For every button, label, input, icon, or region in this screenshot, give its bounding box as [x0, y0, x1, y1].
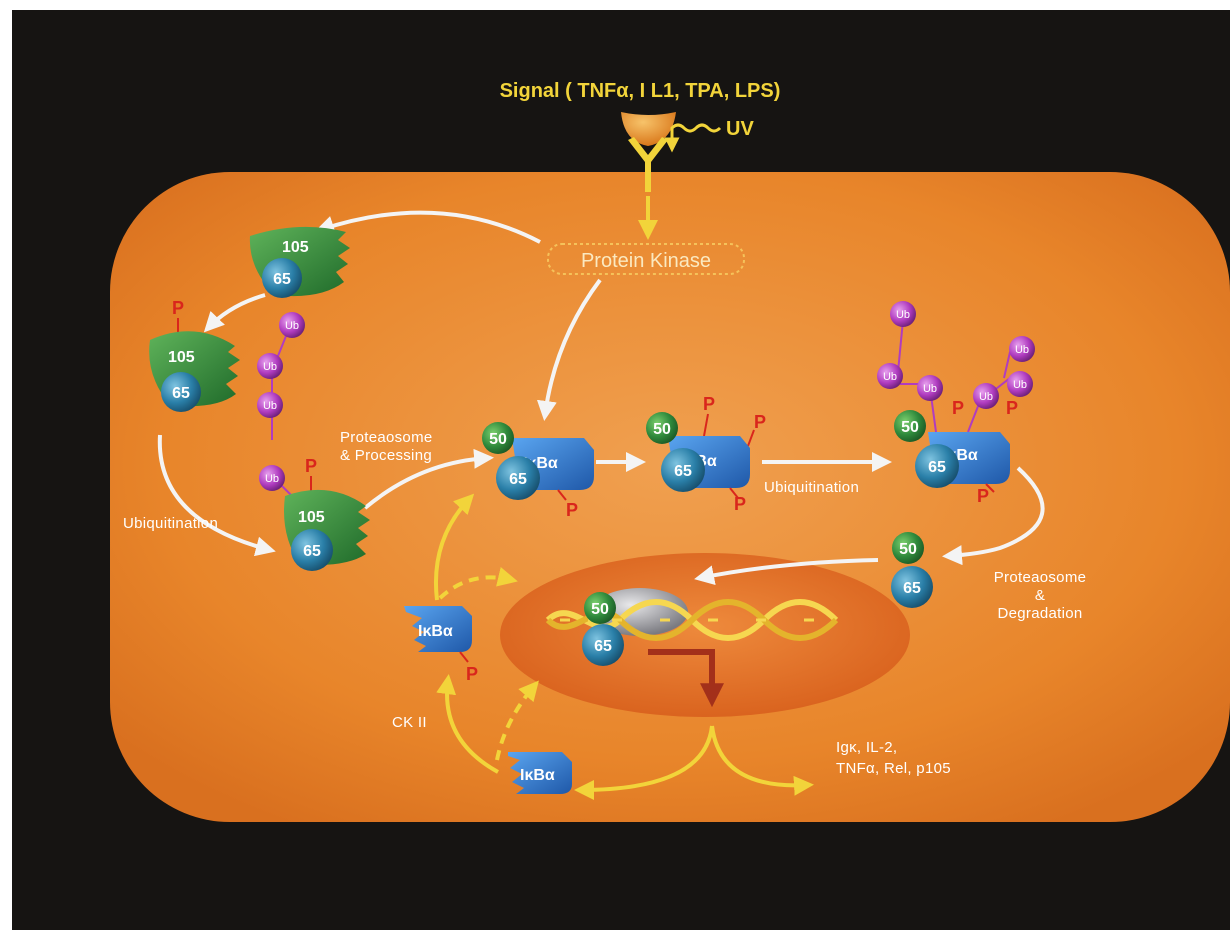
svg-text:65: 65 — [674, 463, 692, 480]
label-target-genes-1: Igκ, IL-2, — [836, 739, 897, 756]
svg-text:105: 105 — [168, 349, 195, 366]
nuclear-p50-p65: 50 65 — [582, 592, 624, 666]
cell-body — [110, 172, 1230, 822]
svg-text:Ub: Ub — [896, 309, 910, 321]
svg-text:P: P — [1006, 398, 1018, 418]
arrow-kinase-to-ikba — [536, 278, 602, 421]
arrow-ikba-to-nucleus — [438, 567, 518, 600]
arrow-ubiquitination-left — [157, 434, 276, 557]
svg-text:65: 65 — [928, 459, 946, 476]
svg-text:50: 50 — [591, 601, 609, 618]
svg-text:50: 50 — [901, 419, 919, 436]
released-ikba-phospho: IκBα P — [404, 606, 478, 684]
svg-text:P: P — [305, 456, 317, 476]
svg-text:P: P — [734, 494, 746, 514]
ikba-ubiquitinated-complex: Ub Ub Ub Ub Ub Ub P P IκBα 65 50 P — [877, 301, 1035, 506]
label-proteasome-processing-1: Proteaosome — [340, 429, 433, 446]
p105-p65-ubiquitinated-complex: Ub Ub Ub Ub P 105 65 — [257, 312, 370, 571]
svg-text:Ub: Ub — [979, 391, 993, 403]
receptor — [621, 112, 676, 192]
free-p50-p65: 50 65 — [891, 532, 933, 608]
svg-text:Ub: Ub — [265, 473, 279, 485]
new-ikba: IκBα — [508, 752, 572, 794]
svg-text:Ub: Ub — [923, 383, 937, 395]
svg-text:Ub: Ub — [263, 400, 277, 412]
svg-text:P: P — [754, 412, 766, 432]
svg-text:65: 65 — [303, 543, 321, 560]
svg-text:Ub: Ub — [285, 320, 299, 332]
svg-text:P: P — [977, 486, 989, 506]
svg-text:50: 50 — [899, 541, 917, 558]
signal-title: Signal ( TNFα, I L1, TPA, LPS) — [500, 80, 781, 102]
svg-text:IκBα: IκBα — [520, 767, 555, 784]
protein-kinase-box — [547, 243, 745, 275]
label-ubiquitination-mid: Ubiquitination — [764, 479, 859, 496]
svg-text:65: 65 — [172, 385, 190, 402]
label-target-genes-2: TNFα, Rel, p105 — [836, 760, 951, 777]
arrow-to-nucleus — [694, 558, 879, 586]
p105-p65-complex-top: 105 65 — [249, 226, 350, 298]
svg-text:Ub: Ub — [883, 371, 897, 383]
svg-text:Ub: Ub — [1013, 379, 1027, 391]
transcription-arrow — [648, 649, 724, 708]
arrow-phospho-p105 — [203, 293, 266, 333]
svg-text:P: P — [952, 398, 964, 418]
p105-p65-phospho-complex: P 105 65 — [149, 298, 240, 412]
svg-text:65: 65 — [903, 580, 921, 597]
label-proteasome-degradation-1: Proteaosome — [994, 569, 1087, 586]
label-ck2: CK II — [392, 714, 427, 731]
svg-text:P: P — [172, 298, 184, 318]
ikba-phospho-complex: P P IκBα 65 50 P — [646, 394, 766, 514]
arrow-transcription-ikba — [574, 725, 714, 800]
label-proteasome-degradation-3: Degradation — [997, 605, 1082, 622]
svg-text:65: 65 — [273, 271, 291, 288]
arrow-newikba-to-nucleus — [495, 680, 539, 761]
svg-text:105: 105 — [298, 509, 325, 526]
arrow-processing — [363, 448, 494, 510]
arrow-degradation — [942, 466, 1045, 566]
svg-text:Ub: Ub — [1015, 344, 1029, 356]
label-proteasome-degradation-2: & — [1035, 587, 1045, 604]
label-proteasome-processing-2: & Processing — [340, 447, 432, 464]
svg-text:IκBα: IκBα — [418, 623, 453, 640]
svg-text:Ub: Ub — [263, 361, 277, 373]
svg-text:P: P — [566, 500, 578, 520]
arrow-ikba-return — [434, 493, 475, 601]
svg-text:50: 50 — [489, 431, 507, 448]
svg-text:65: 65 — [509, 471, 527, 488]
svg-text:65: 65 — [594, 638, 612, 655]
arrow-ck2 — [436, 674, 499, 774]
svg-text:105: 105 — [282, 239, 309, 256]
uv-squiggle — [664, 123, 722, 153]
label-ubiquitination-left: Ubiquitination — [123, 515, 218, 532]
ikba-p50-p65-complex: IκBα 65 50 P — [482, 422, 594, 520]
svg-text:P: P — [703, 394, 715, 414]
svg-text:50: 50 — [653, 421, 671, 438]
uv-label: UV — [726, 118, 754, 140]
protein-kinase-label: Protein Kinase — [581, 250, 711, 272]
arrow-kinase-to-p105 — [314, 210, 541, 244]
svg-text:P: P — [466, 664, 478, 684]
arrow-transcription-genes — [710, 725, 814, 796]
